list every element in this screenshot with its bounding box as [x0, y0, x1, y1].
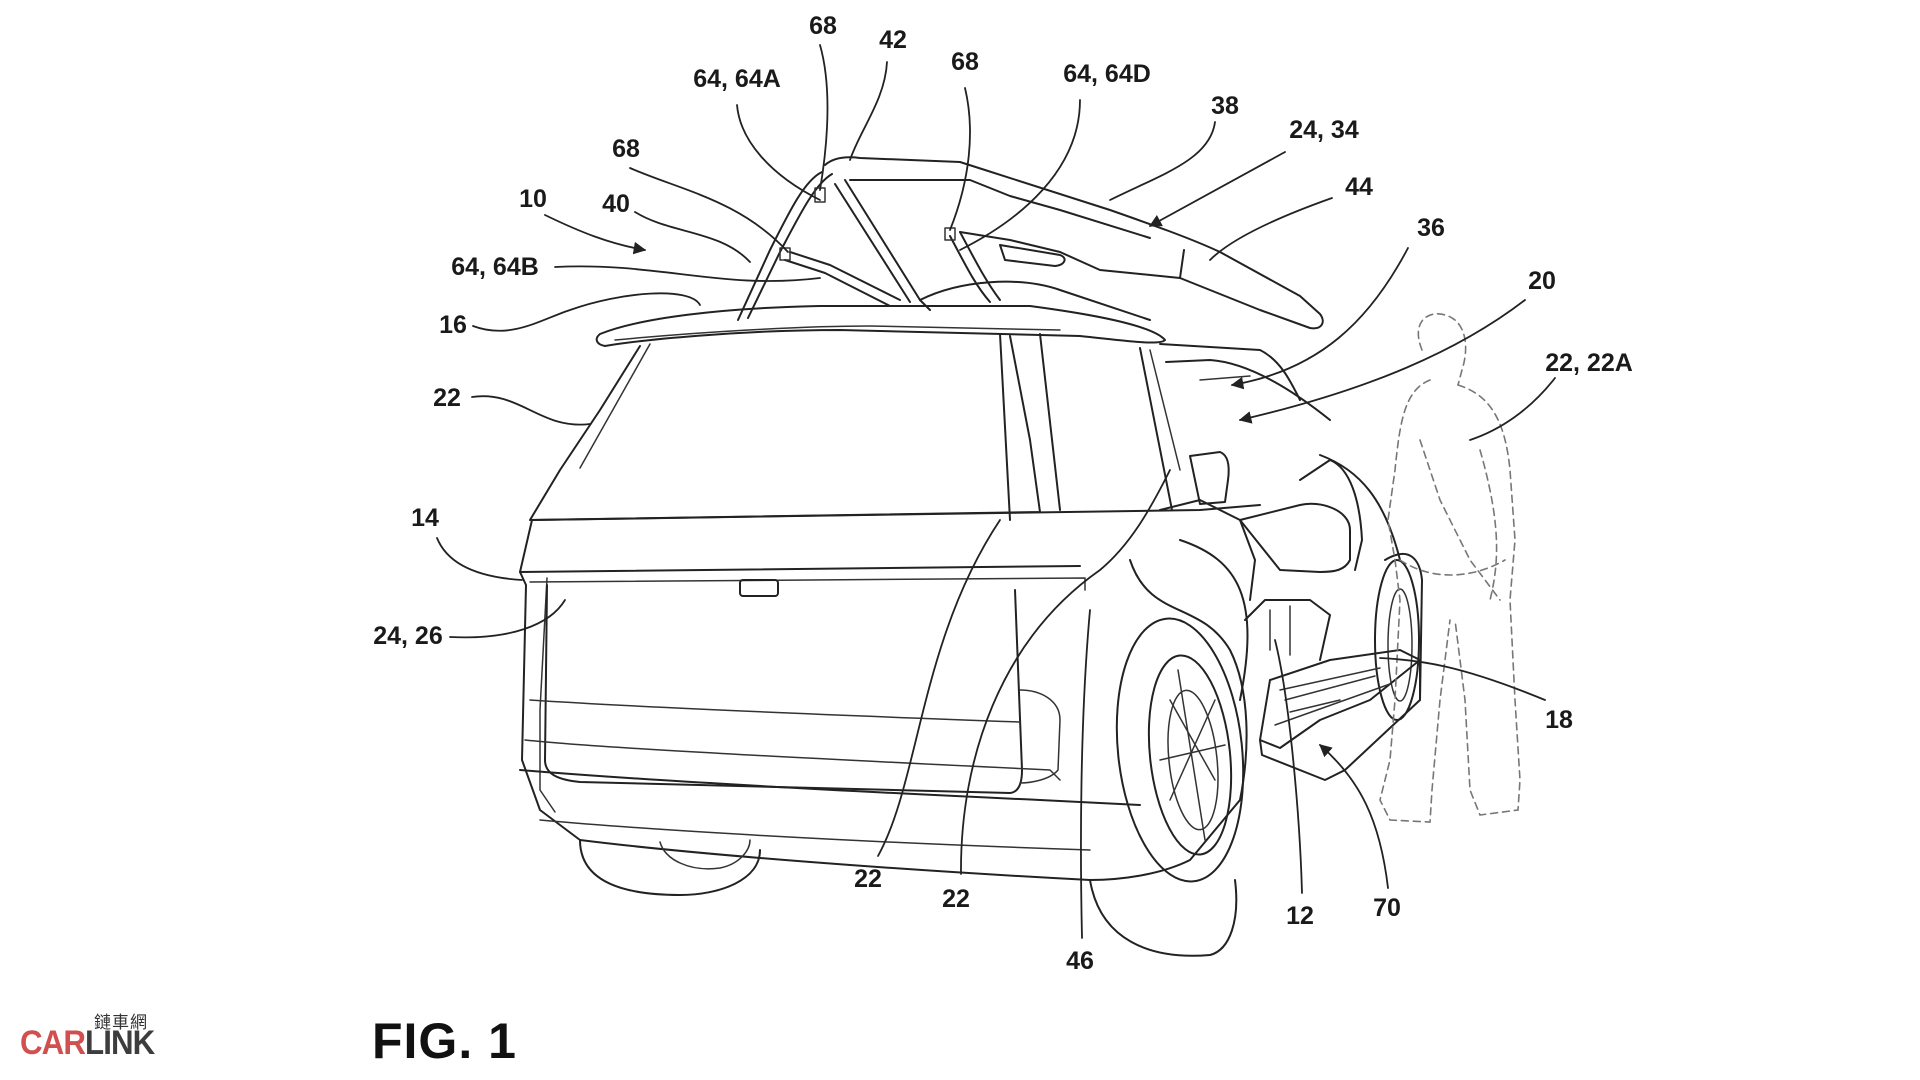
side-mirror	[1189, 451, 1230, 505]
label-24-26: 24, 26	[373, 622, 443, 650]
label-46: 46	[1066, 947, 1094, 975]
front-wheel	[1374, 559, 1420, 721]
label-22-bottom-a: 22	[854, 865, 882, 893]
hinge-arm-c	[789, 251, 901, 301]
deployable-step	[1259, 649, 1421, 781]
rear-window	[529, 335, 1041, 521]
lift-up-roof-panel	[737, 156, 1324, 330]
rear-left-wheel	[579, 839, 761, 896]
badge-recess	[739, 579, 779, 597]
label-10: 10	[519, 185, 547, 213]
label-38: 38	[1211, 92, 1239, 120]
label-22-left: 22	[433, 384, 461, 412]
reference-labels: 68 42 64, 64A 68 64, 64D 38 24, 34 44 68…	[373, 12, 1633, 975]
rear-right-wheel	[1115, 617, 1245, 883]
label-18: 18	[1545, 706, 1573, 734]
logo-brand-car: CAR	[20, 1024, 86, 1062]
logo-brand-link: LINK	[85, 1024, 155, 1062]
label-44: 44	[1345, 173, 1373, 201]
label-22-bottom-b: 22	[942, 885, 970, 913]
hinge-arm-d	[959, 231, 1001, 301]
leader-lines	[436, 44, 1556, 939]
label-20: 20	[1528, 267, 1556, 295]
logo-chinese-text: 鏈車網	[94, 1013, 148, 1033]
label-24-34: 24, 34	[1289, 116, 1359, 144]
label-36: 36	[1417, 214, 1445, 242]
person-outline	[1379, 313, 1521, 823]
label-68-top: 68	[809, 12, 837, 40]
label-40: 40	[602, 190, 630, 218]
label-64-64a: 64, 64A	[693, 65, 781, 93]
label-16: 16	[439, 311, 467, 339]
label-42: 42	[879, 26, 907, 54]
logo-brand: CARLINK	[20, 1024, 155, 1063]
label-68-mid: 68	[951, 48, 979, 76]
label-14: 14	[411, 504, 439, 532]
tailgate-panel	[544, 584, 1023, 794]
carlink-watermark-logo: 鏈車網 CARLINK	[20, 1008, 155, 1062]
label-68-left: 68	[612, 135, 640, 163]
label-64-64d: 64, 64D	[1063, 60, 1151, 88]
open-side-door	[1239, 502, 1351, 573]
label-64-64b: 64, 64B	[451, 253, 539, 281]
label-70: 70	[1373, 894, 1401, 922]
figure-title: FIG. 1	[372, 1013, 517, 1069]
hinge-arm-a	[737, 171, 823, 321]
label-12: 12	[1286, 902, 1314, 930]
vehicle-body	[519, 305, 1423, 957]
roof-rail	[595, 305, 1166, 347]
label-22-22a: 22, 22A	[1545, 349, 1633, 377]
